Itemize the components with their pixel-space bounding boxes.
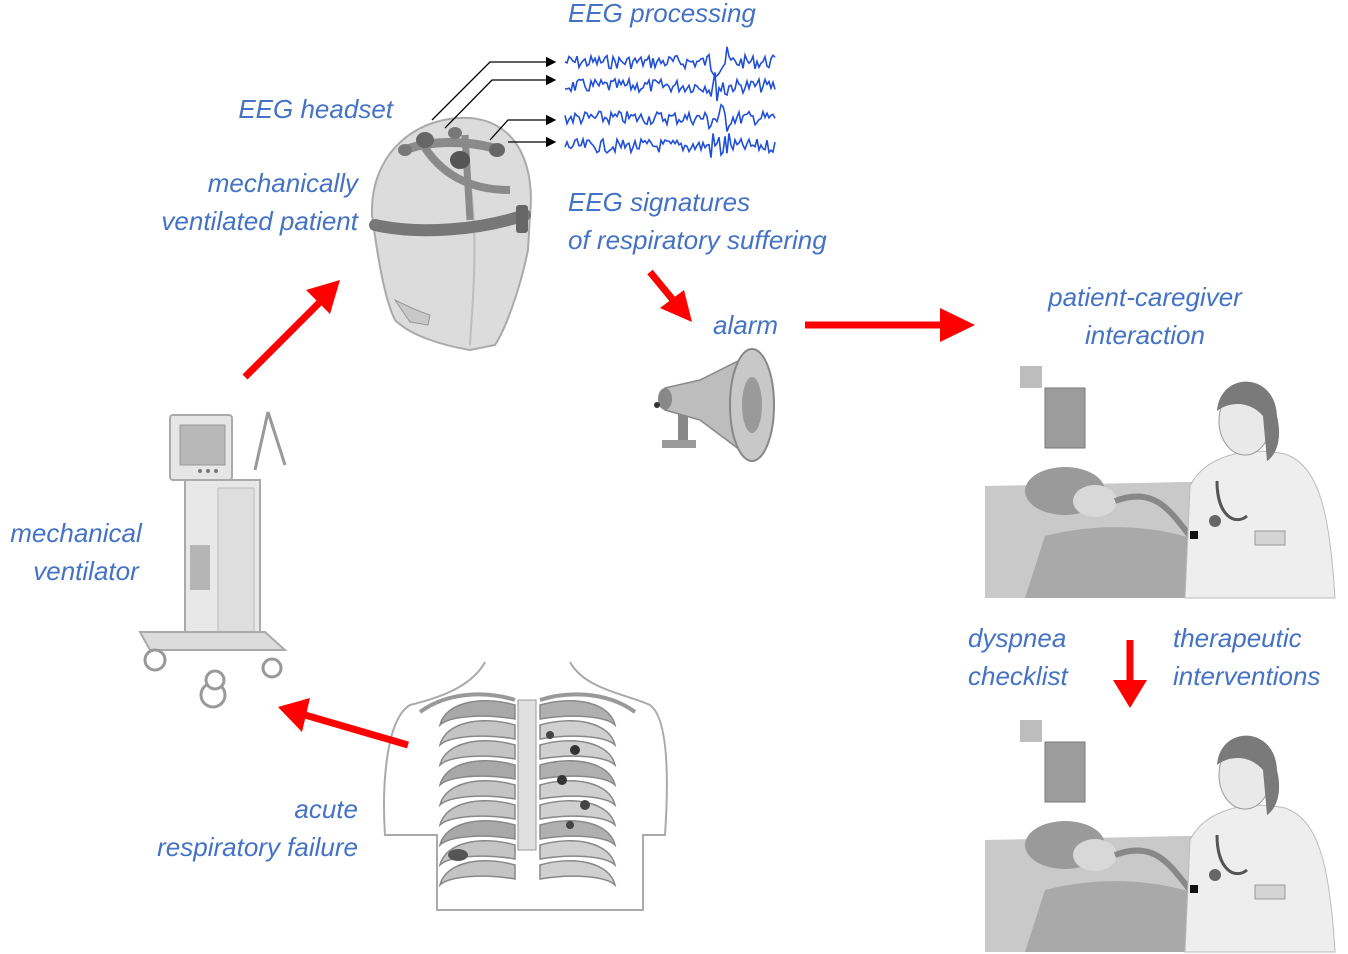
rib xyxy=(438,860,516,888)
alarm-horn-icon xyxy=(654,348,775,462)
acute-label: acute xyxy=(294,794,358,824)
rib xyxy=(438,720,516,748)
rib xyxy=(438,740,516,768)
eeg-processing-label: EEG processing xyxy=(568,0,756,28)
rib xyxy=(438,700,516,728)
alarm-label: alarm xyxy=(713,310,779,340)
eeg-headset-label: EEG headset xyxy=(238,94,393,124)
rib xyxy=(438,760,516,788)
flow-arrow-ventilator-to-patient xyxy=(242,280,340,380)
flow-arrow-alarm-to-interaction xyxy=(805,308,975,342)
respiratory-suffering-label: of respiratory suffering xyxy=(568,225,827,255)
respiratory-failure-label: respiratory failure xyxy=(157,832,358,862)
eeg-headset-head-icon xyxy=(369,116,532,352)
eeg-trace xyxy=(564,72,776,102)
mechanical-label: mechanical xyxy=(10,518,142,548)
ventilated-patient-label: ventilated patient xyxy=(161,206,358,236)
patient-caregiver-label: patient-caregiver xyxy=(1048,282,1242,312)
rib xyxy=(539,800,617,828)
checklist-label: checklist xyxy=(968,661,1068,691)
rib xyxy=(539,720,617,748)
flow-arrow-signatures-to-alarm xyxy=(647,269,692,322)
rib-cage-icon xyxy=(383,661,668,911)
rib xyxy=(539,820,617,848)
interaction-label: interaction xyxy=(1085,320,1205,350)
patient-caregiver-scene-icon xyxy=(985,720,1336,953)
flow-arrow-failure-to-ventilator xyxy=(278,698,409,749)
rib xyxy=(438,820,516,848)
eeg-connector-lines xyxy=(431,56,557,148)
flow-arrow-interaction-to-interventions xyxy=(1113,640,1147,708)
patient-caregiver-scene-icon xyxy=(985,366,1336,599)
eeg-signatures-label: EEG signatures xyxy=(568,187,751,217)
rib xyxy=(438,780,516,808)
eeg-trace xyxy=(564,133,776,158)
eeg-trace xyxy=(564,103,776,132)
rib xyxy=(438,800,516,828)
interventions-label: interventions xyxy=(1173,661,1321,691)
ventilator-label: ventilator xyxy=(33,556,139,586)
rib xyxy=(438,840,516,868)
rib xyxy=(539,860,617,888)
mechanically-label: mechanically xyxy=(207,168,358,198)
therapeutic-label: therapeutic xyxy=(1173,623,1302,653)
mechanical-ventilator-icon xyxy=(138,411,288,709)
eeg-trace xyxy=(564,46,776,79)
dyspnea-label: dyspnea xyxy=(968,623,1067,653)
rib xyxy=(539,840,617,868)
rib xyxy=(539,700,617,728)
rib xyxy=(539,780,617,808)
eeg-waveform-icon xyxy=(564,46,776,158)
